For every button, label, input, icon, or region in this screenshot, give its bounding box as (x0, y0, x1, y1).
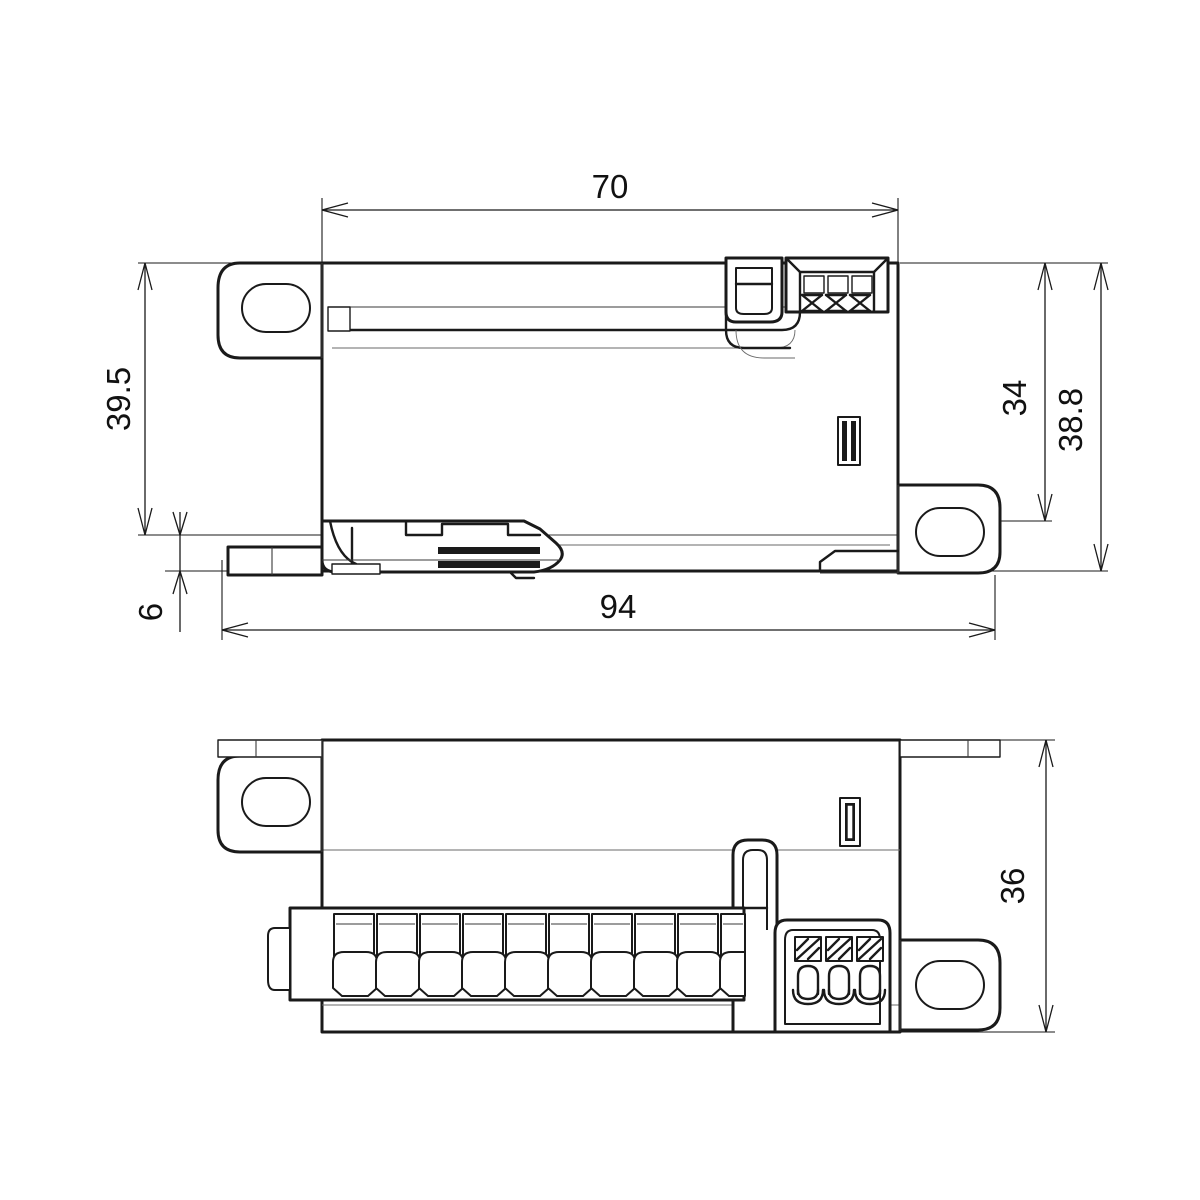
dimension-6: 6 (132, 511, 188, 632)
mounting-hole-bv-bottom-right (915, 960, 985, 1010)
terminal-row-10p (267, 906, 746, 1002)
dimension-label-94: 94 (600, 588, 637, 625)
mounting-hole-top-left (241, 283, 311, 333)
release-lever-side (724, 256, 795, 359)
mounting-flange-bv-top-left (216, 739, 324, 854)
mounting-hole-bottom-right (915, 507, 985, 557)
dimension-38-8: 38.8 (1052, 262, 1109, 572)
dimension-70: 70 (321, 168, 899, 218)
mounting-flange-bv-bottom-right (898, 938, 1002, 1032)
screw-terminal-ports (791, 964, 887, 1006)
housing-top-right-strip (899, 739, 1001, 758)
terminal-cell (504, 913, 550, 997)
led-window-side (837, 416, 861, 466)
dimension-94: 94 (221, 588, 996, 638)
terminal-cells-group (332, 913, 746, 997)
dimension-label-36: 36 (994, 868, 1031, 905)
mounting-flange-top-left (216, 261, 324, 360)
dimension-label-6: 6 (132, 603, 169, 621)
mounting-flange-bottom-right (818, 483, 1002, 575)
terminal-clamp-symbols (800, 293, 872, 313)
terminal-cell (375, 913, 421, 997)
dimension-36: 36 (994, 739, 1054, 1033)
terminal-block-3p-side (784, 256, 890, 314)
dimension-39-5: 39.5 (100, 262, 153, 536)
terminal-cell (719, 913, 746, 997)
dimension-label-70: 70 (592, 168, 629, 205)
terminal-cell (547, 913, 593, 997)
dimension-label-38-8: 38.8 (1052, 388, 1089, 452)
terminal-block-3p-bottom (773, 918, 892, 1034)
terminal-pole-cells (803, 275, 873, 294)
dimension-label-34: 34 (996, 380, 1033, 417)
din-rail-clip-side (226, 519, 564, 580)
terminal-cell (461, 913, 507, 997)
terminal-cell (418, 913, 464, 997)
led-window-bottom (839, 797, 861, 847)
mounting-hole-bv-top-left (241, 777, 311, 827)
terminal-cell (332, 913, 378, 997)
terminal-cell (590, 913, 636, 997)
screw-terminal-heads (794, 936, 884, 962)
side-view: 70 39.5 6 34 (100, 168, 1109, 640)
dimension-label-39-5: 39.5 (100, 367, 137, 431)
dimension-34: 34 (996, 262, 1053, 522)
terminal-cell (676, 913, 722, 997)
bottom-view: 36 (216, 738, 1055, 1034)
terminal-cell (633, 913, 679, 997)
